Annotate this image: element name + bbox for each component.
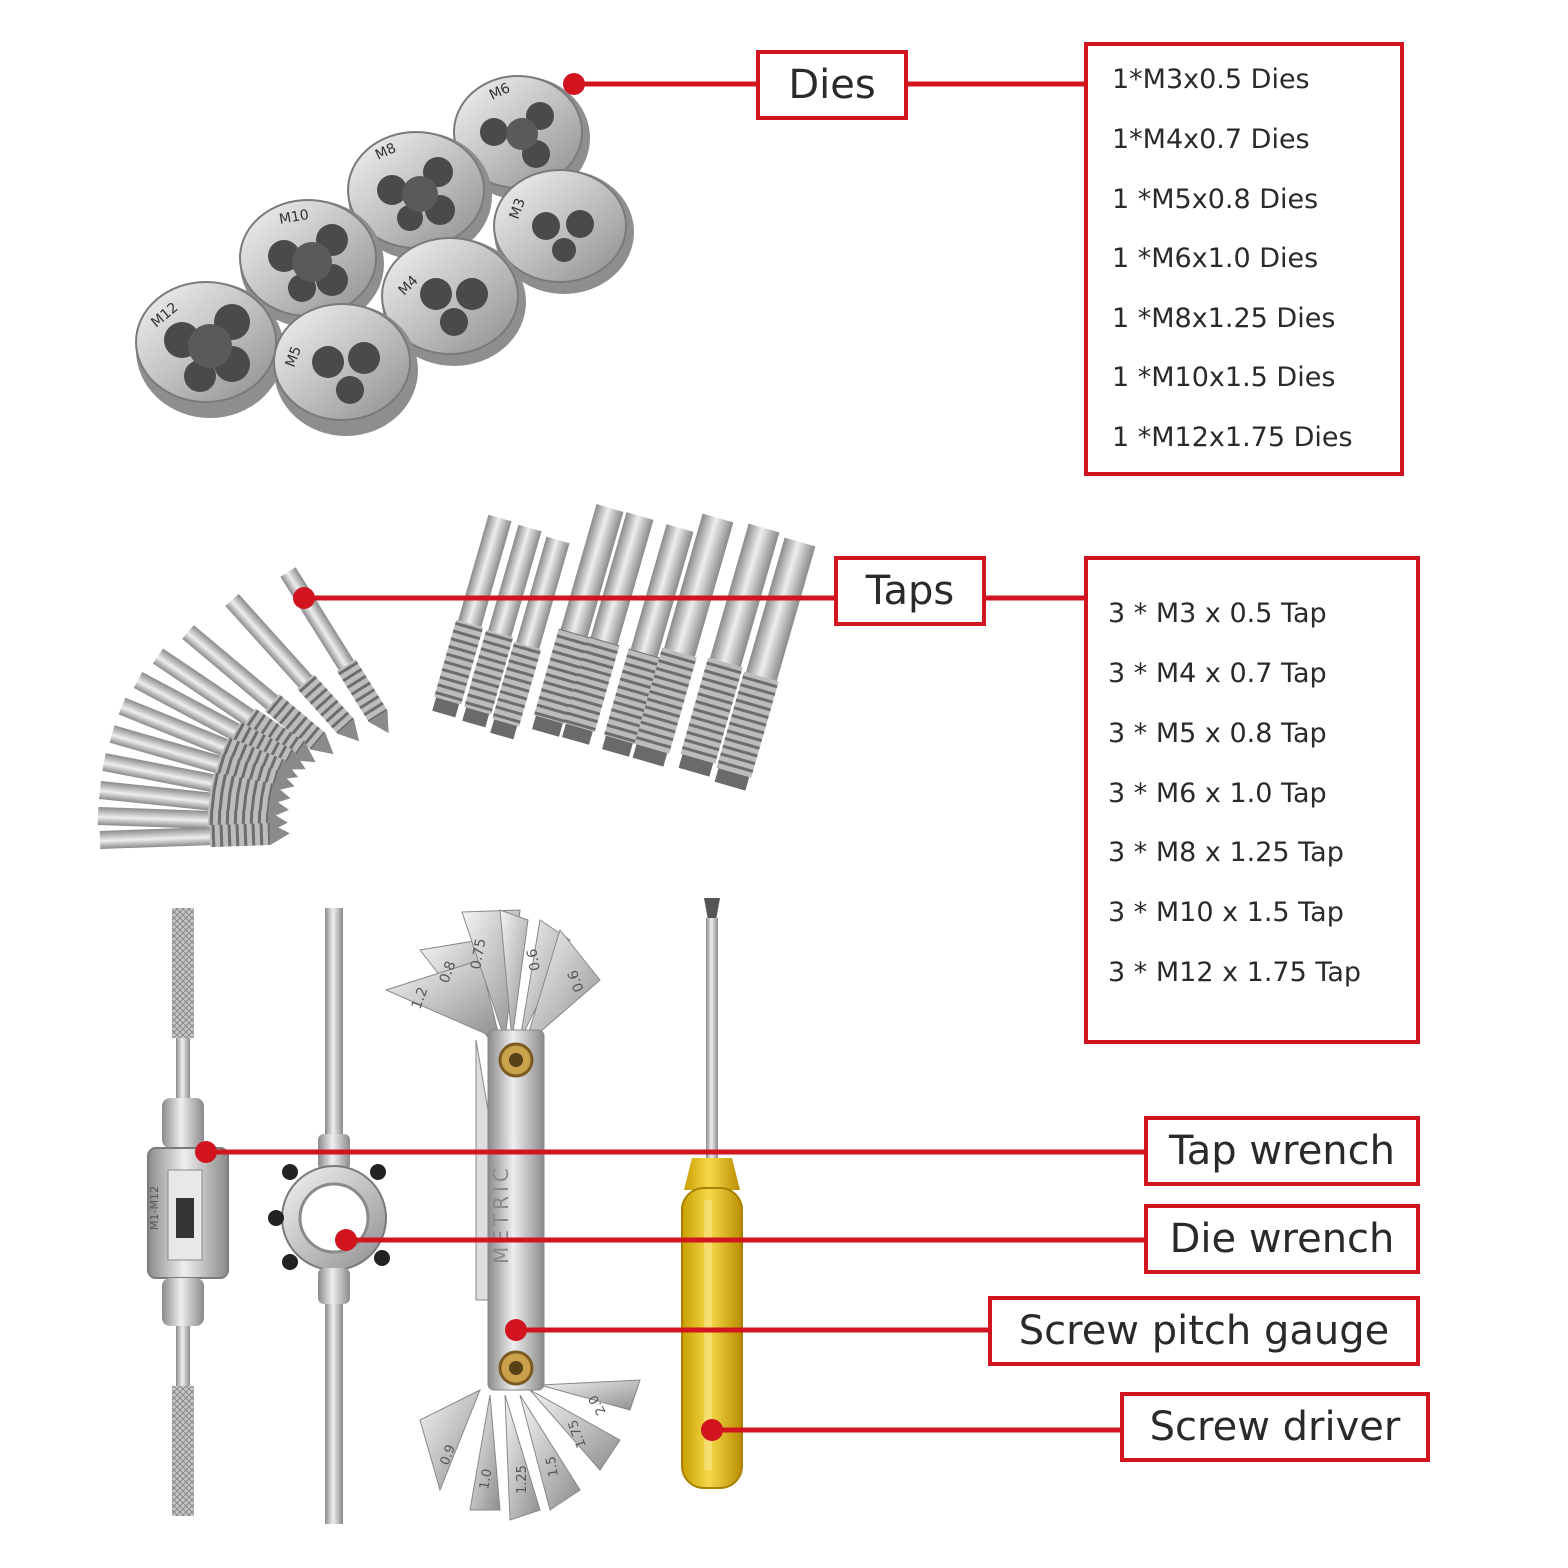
dies-list-item: 1*M4x0.7 Dies <box>1112 124 1310 155</box>
taps-label: Taps <box>834 556 986 626</box>
taps-list-item: 3 * M10 x 1.5 Tap <box>1108 897 1344 928</box>
dies-list-item: 1 *M10x1.5 Dies <box>1112 362 1336 393</box>
tap-wrench: M1-M12 <box>147 908 229 1516</box>
taps-list-item: 3 * M8 x 1.25 Tap <box>1108 837 1344 868</box>
die-m8: M8 <box>347 131 492 260</box>
die-m4: M4 <box>381 237 526 366</box>
die-m6: M6 <box>453 75 590 200</box>
die-wrench <box>268 908 390 1524</box>
screw-driver-pointer-dot <box>701 1419 723 1441</box>
pitch-gauge-label: Screw pitch gauge <box>988 1296 1420 1366</box>
large-taps-group <box>432 504 816 791</box>
screw-driver-label: Screw driver <box>1120 1392 1430 1462</box>
dies-list-item: 1 *M6x1.0 Dies <box>1112 243 1319 274</box>
taps-list: 3 * M3 x 0.5 Tap 3 * M4 x 0.7 Tap 3 * M5… <box>1084 556 1420 1044</box>
die-wrench-label: Die wrench <box>1144 1204 1420 1274</box>
leader-dots <box>195 73 723 1441</box>
taps-list-item: 3 * M3 x 0.5 Tap <box>1108 598 1327 629</box>
dies-list-item: 1 *M5x0.8 Dies <box>1112 184 1319 215</box>
taps-list-item: 3 * M4 x 0.7 Tap <box>1108 658 1327 689</box>
die-m5: M5 <box>273 303 418 436</box>
gauge-top-mark-5: 0.6 <box>565 968 588 994</box>
die-wrench-pointer-dot <box>335 1229 357 1251</box>
gauge-bottom-mark-3: 1.25 <box>515 1465 530 1494</box>
die-m3: M3 <box>493 169 634 294</box>
gauge-top-mark-4: 0.6 <box>524 947 544 972</box>
gauge-bottom-mark-2: 1.0 <box>477 1468 495 1491</box>
die-m10: M10 <box>239 199 384 328</box>
leader-lines <box>206 81 1146 1433</box>
dies-group: M6 M8 M3 M10 M4 <box>135 75 634 436</box>
taps-list-item: 3 * M6 x 1.0 Tap <box>1108 778 1327 809</box>
tap-wrench-pointer-dot <box>195 1141 217 1163</box>
taps-pointer-dot <box>293 587 315 609</box>
dies-list-item: 1 *M12x1.75 Dies <box>1112 422 1353 453</box>
dies-list-item: 1*M3x0.5 Dies <box>1112 64 1310 95</box>
pitch-gauge-pointer-dot <box>505 1319 527 1341</box>
taps-list-item: 3 * M5 x 0.8 Tap <box>1108 718 1327 749</box>
gauge-bottom-mark-4: 1.5 <box>544 1455 562 1478</box>
taps-list-item: 3 * M12 x 1.75 Tap <box>1108 957 1362 988</box>
die-m12: M12 <box>135 281 284 418</box>
small-taps-group <box>97 567 389 849</box>
dies-label: Dies <box>756 50 908 120</box>
dies-list: 1*M3x0.5 Dies 1*M4x0.7 Dies 1 *M5x0.8 Di… <box>1084 42 1404 476</box>
tap-wrench-label: Tap wrench <box>1144 1116 1420 1186</box>
screw-driver <box>681 898 743 1489</box>
die-m5-mark: M5 <box>283 344 305 369</box>
gauge-top-mark-1: 1.2 <box>409 985 432 1011</box>
gauge-bottom-mark-1: 0.9 <box>438 1443 459 1468</box>
gauge-top-mark-2: 0.8 <box>437 959 460 985</box>
die-m3-mark: M3 <box>507 196 529 221</box>
screw-pitch-gauge: 1.2 0.8 0.75 0.6 0.6 METRIC 0.9 1.0 1.25… <box>384 909 641 1521</box>
die-m10-mark: M10 <box>278 207 310 228</box>
gauge-brand: METRIC <box>489 1164 513 1264</box>
dies-pointer-dot <box>563 73 585 95</box>
dies-list-item: 1 *M8x1.25 Dies <box>1112 303 1336 334</box>
gauge-top-mark-3: 0.75 <box>468 937 489 970</box>
tap-wrench-mark: M1-M12 <box>148 1186 161 1230</box>
